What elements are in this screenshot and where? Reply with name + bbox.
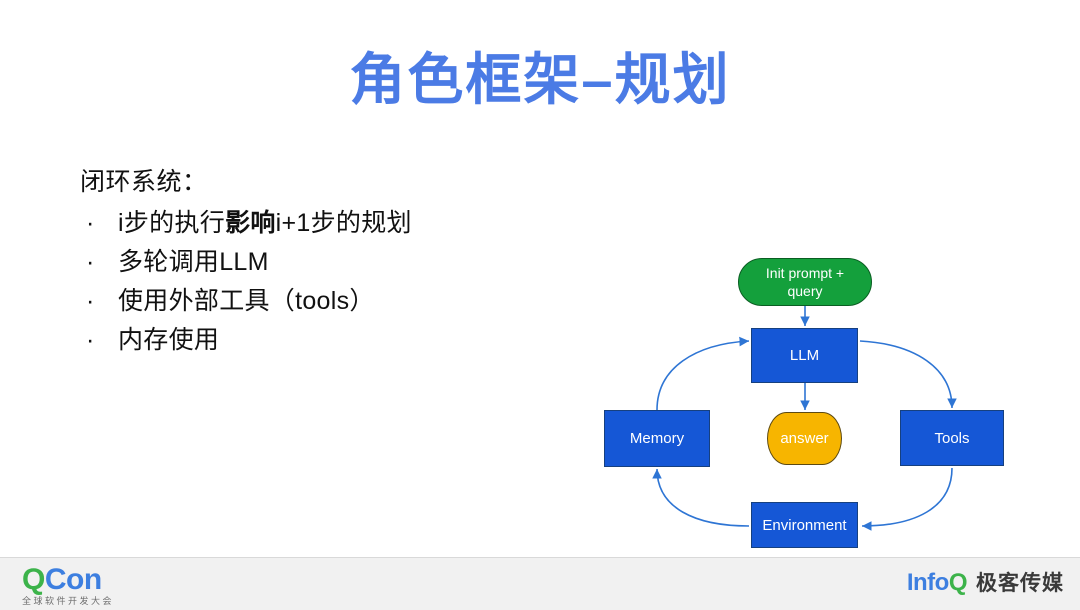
qcon-logo-q: Q [22, 563, 45, 596]
bullet-text-prefix: 多轮调用LLM [118, 248, 269, 276]
bullet-text-suffix: i+1步的规划 [275, 209, 412, 237]
bullet-marker-icon: · [86, 209, 95, 237]
diagram-node-llm[interactable]: LLM [751, 328, 858, 383]
content-text-block: 闭环系统： · i步的执行影响i+1步的规划 · 多轮调用LLM · 使用外部工… [80, 162, 550, 360]
infoq-logo: InfoQ 极客传媒 [907, 570, 1064, 597]
bullet-text-prefix: 内存使用 [118, 326, 220, 354]
diagram-connectors [652, 306, 957, 531]
infoq-logo-q: Q [948, 569, 968, 596]
infoq-wordmark: InfoQ [906, 569, 968, 596]
diagram-node-tools[interactable]: Tools [900, 410, 1004, 466]
edge-llm-to-tools [859, 340, 957, 409]
infoq-chinese-label: 极客传媒 [976, 572, 1064, 595]
edge-tools-to-environment [861, 467, 953, 531]
diagram-node-answer[interactable]: answer [767, 412, 842, 465]
qcon-wordmark: QCon [22, 565, 252, 595]
bullet-marker-icon: · [86, 326, 95, 354]
infoq-logo-info: Info [906, 569, 949, 596]
edge-environment-to-memory [652, 468, 750, 527]
qcon-logo-con: Con [44, 563, 102, 596]
agent-loop-diagram: Init prompt + query LLM Memory answer To… [585, 240, 1025, 550]
diagram-node-environment[interactable]: Environment [751, 502, 858, 548]
diagram-node-init-prompt[interactable]: Init prompt + query [738, 258, 872, 306]
bullet-marker-icon: · [86, 248, 95, 276]
bullet-marker-icon: · [86, 287, 95, 315]
qcon-tagline: 全球软件开发大会 [22, 596, 115, 606]
bullet-text-prefix: i步的执行 [118, 209, 226, 237]
page-title: 角色框架–规划 [349, 48, 731, 111]
qcon-logo: QCon 全球软件开发大会 [22, 565, 252, 607]
diagram-node-memory[interactable]: Memory [604, 410, 710, 467]
edge-memory-to-llm [656, 336, 750, 411]
bullet-text-prefix: 使用外部工具（tools） [118, 287, 375, 315]
slide-footer: QCon 全球软件开发大会 InfoQ 极客传媒 [0, 557, 1080, 610]
list-item: · i步的执行影响i+1步的规划 [80, 204, 550, 243]
list-item: · 内存使用 [80, 321, 550, 360]
list-item: · 多轮调用LLM [80, 243, 550, 282]
lead-line: 闭环系统： [80, 168, 208, 196]
bullet-text-emphasis: 影响 [225, 209, 276, 237]
list-item: · 使用外部工具（tools） [80, 282, 550, 321]
bullet-list: · i步的执行影响i+1步的规划 · 多轮调用LLM · 使用外部工具（tool… [80, 204, 550, 360]
